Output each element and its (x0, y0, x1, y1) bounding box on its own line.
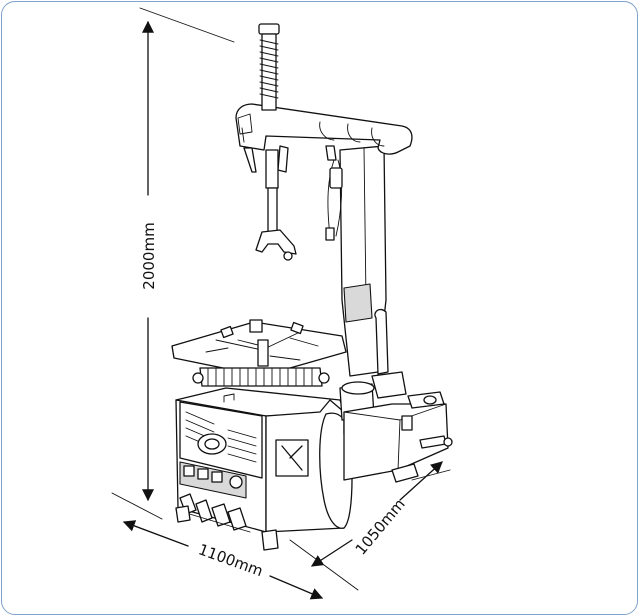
control-button (211, 471, 223, 483)
width-dimension: 1100mm (122, 520, 359, 600)
width-arrow-left (122, 520, 189, 547)
machine-cabinet (175, 387, 345, 533)
height-dimension: 2000mm (111, 7, 235, 520)
tower-column (339, 145, 389, 377)
vertical-shaft-with-spring (255, 23, 297, 261)
height-extension-line-top (139, 7, 235, 43)
depth-label: 1050mm (352, 495, 409, 558)
height-label: 2000mm (140, 222, 158, 289)
control-button (183, 465, 195, 477)
depth-extension-line (411, 469, 451, 481)
control-button (197, 468, 209, 480)
height-extension-line-bottom (111, 492, 163, 520)
width-label: 1100mm (196, 540, 265, 580)
depth-arrow-lower (310, 539, 353, 567)
width-extension-line (289, 539, 359, 591)
swing-arm (235, 103, 413, 173)
turntable (171, 319, 347, 387)
control-panel (179, 461, 247, 499)
side-cabinet (343, 371, 453, 483)
control-knob (229, 475, 243, 489)
pneumatic-hose-controls (325, 159, 343, 241)
depth-arrow-upper (399, 461, 443, 501)
base-feet (175, 505, 279, 551)
width-arrow-right (269, 575, 324, 600)
